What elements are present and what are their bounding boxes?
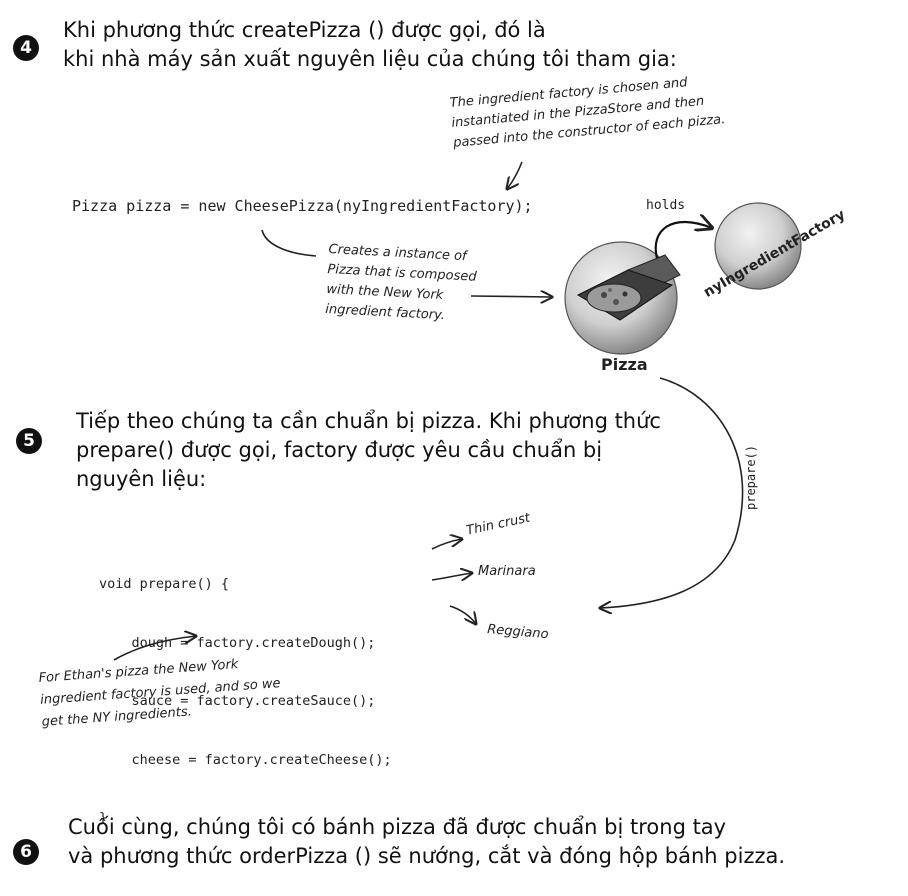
step-6-line-1: Cuối cùng, chúng tôi có bánh pizza đã đư… xyxy=(68,815,727,839)
step-6-text: Cuối cùng, chúng tôi có bánh pizza đã đư… xyxy=(68,813,785,871)
note-to-pizza-arrow xyxy=(470,296,552,297)
step-6-badge: 6 xyxy=(13,839,39,865)
prepare-label: prepare() xyxy=(744,444,758,510)
factory-sphere xyxy=(714,202,802,290)
step-5-line-3: nguyên liệu: xyxy=(76,467,207,491)
pizza-label: Pizza xyxy=(601,355,648,374)
step-4-badge: 4 xyxy=(13,35,39,61)
create-pizza-code: Pizza pizza = new CheesePizza(nyIngredie… xyxy=(72,197,533,215)
prepare-code-block: void prepare() { dough = factory.createD… xyxy=(99,536,392,848)
pizza-object xyxy=(564,241,681,355)
step-4-text: Khi phương thức createPizza () được gọi,… xyxy=(63,16,677,74)
step-4-line-1: Khi phương thức createPizza () được gọi,… xyxy=(63,18,546,42)
dough-arrow xyxy=(431,539,462,550)
prepare-arrow xyxy=(600,377,744,608)
prepare-code-line-5: } xyxy=(99,810,108,826)
step-6-line-2: và phương thức orderPizza () sẽ nướng, c… xyxy=(68,844,786,868)
step-4-number: 4 xyxy=(20,38,32,58)
holds-label: holds xyxy=(646,198,686,213)
prepare-code-line-1: void prepare() { xyxy=(99,576,230,592)
factory-note-arrow xyxy=(507,161,523,189)
code-to-note-curve xyxy=(261,229,317,257)
cheese-arrow xyxy=(449,605,476,624)
step-5-number: 5 xyxy=(23,431,35,451)
prepare-code-line-4: cheese = factory.createCheese(); xyxy=(99,751,392,768)
pizza-pie xyxy=(586,283,642,313)
step-5-line-2: prepare() được gọi, factory được yêu cầu… xyxy=(76,438,603,462)
ethan-note-arrow xyxy=(113,636,196,661)
prepare-code-line-3: sauce = factory.createSauce(); xyxy=(99,693,376,709)
step-5-line-1: Tiếp theo chúng ta cần chuẩn bị pizza. K… xyxy=(76,409,661,433)
step-6-number: 6 xyxy=(20,842,32,862)
step-5-text: Tiếp theo chúng ta cần chuẩn bị pizza. K… xyxy=(76,407,661,494)
step-4-line-2: khi nhà máy sản xuất nguyên liệu của chú… xyxy=(63,47,677,71)
holds-arrow xyxy=(654,222,712,259)
sauce-arrow xyxy=(431,573,472,580)
prepare-code-line-2: dough = factory.createDough(); xyxy=(99,634,376,651)
ingredient-marinara: Marinara xyxy=(478,564,536,579)
step-5-badge: 5 xyxy=(16,428,42,454)
